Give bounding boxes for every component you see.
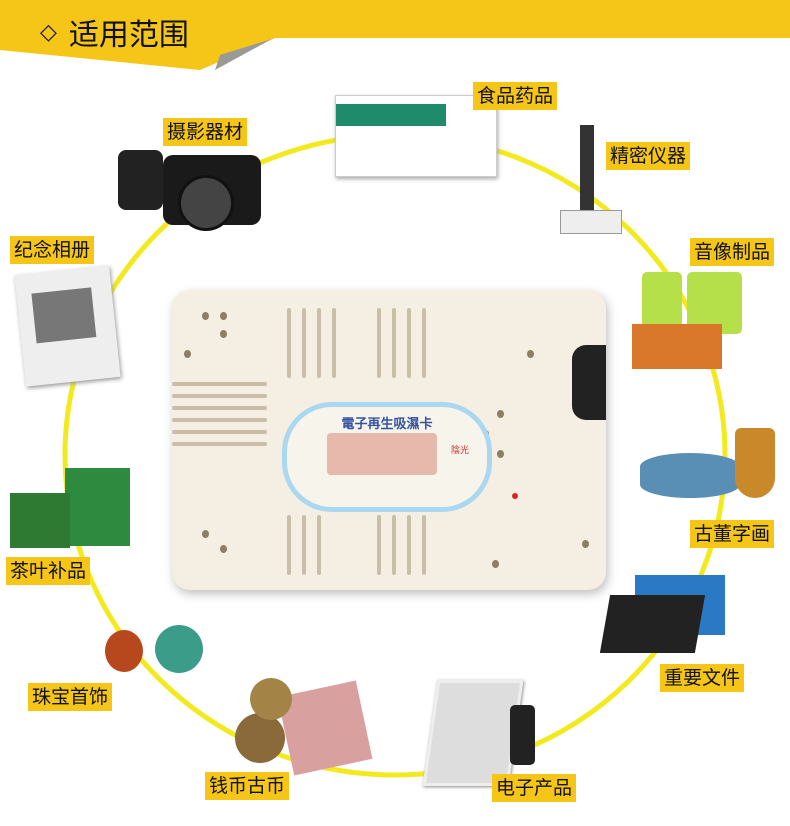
- medicine-box-image: [335, 95, 497, 177]
- coins-notes-image: [235, 678, 373, 778]
- label-audio-video: 音像制品: [690, 238, 775, 266]
- camera-image: [118, 140, 263, 235]
- label-tea: 茶叶补品: [6, 557, 91, 585]
- indicator-card: 電子再生吸濕卡 陰光: [282, 402, 492, 512]
- diamond-icon: ◇: [40, 19, 57, 45]
- label-precision-instruments: 精密仪器: [606, 142, 691, 170]
- power-plug: [572, 345, 606, 420]
- label-food-medicine: 食品药品: [473, 82, 558, 110]
- label-electronics: 电子产品: [492, 774, 577, 802]
- document-folder-image: [599, 575, 725, 655]
- label-coins: 钱币古币: [205, 772, 290, 800]
- microscope-image: [560, 125, 622, 235]
- section-title: ◇ 适用范围: [40, 18, 189, 53]
- tablet-phone-image: [422, 680, 540, 786]
- speakers-dvd-image: [632, 272, 747, 372]
- label-photo-album: 纪念相册: [10, 236, 95, 264]
- tea-box-image: [10, 468, 135, 548]
- dehumidifier-device: 電子再生吸濕卡 陰光: [172, 290, 606, 590]
- photo-album-image: [14, 265, 121, 387]
- label-jewelry: 珠宝首饰: [28, 683, 113, 711]
- jewelry-image: [100, 625, 205, 695]
- label-documents: 重要文件: [660, 664, 745, 692]
- antique-image: [640, 428, 780, 508]
- label-camera: 摄影器材: [163, 118, 248, 146]
- header-banner: [0, 0, 790, 70]
- indicator-light: [512, 493, 518, 499]
- label-antiques: 古董字画: [690, 520, 775, 548]
- silica-gel-window: [327, 433, 437, 475]
